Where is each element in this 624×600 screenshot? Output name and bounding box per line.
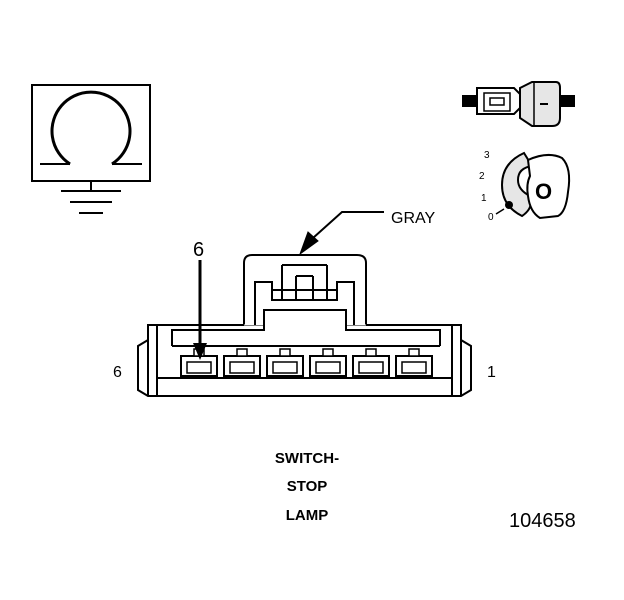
terminal-6-callout-arrow (193, 260, 207, 360)
connector-body (137, 254, 472, 397)
component-name-line-2: STOP (287, 478, 328, 495)
terminal-callout-label: 6 (193, 239, 204, 261)
key-position-icon (495, 151, 571, 220)
cavity-number-right: 1 (487, 364, 496, 381)
terminal-cavity-3 (309, 348, 347, 377)
component-name-line-1: SWITCH- (275, 450, 339, 467)
key-position-label-2: 2 (479, 171, 485, 182)
terminal-cavity-5 (223, 348, 261, 377)
figure-number: 104658 (509, 510, 576, 532)
terminal-cavity-2 (352, 348, 390, 377)
key-letter: O (535, 179, 552, 204)
component-name-line-3: LAMP (286, 507, 329, 524)
cavity-number-left: 6 (113, 364, 122, 381)
terminal-cavity-1 (395, 348, 433, 377)
key-position-label-1: 1 (481, 193, 487, 204)
ground-symbol (31, 84, 151, 214)
key-position-label-0: 0 (488, 212, 494, 223)
wire-color-label: GRAY (391, 210, 435, 227)
terminal-cavities (180, 348, 433, 377)
connector-halves-icon (462, 81, 575, 127)
gray-callout-leader (298, 211, 384, 256)
terminal-cavity-4 (266, 348, 304, 377)
key-position-label-3: 3 (484, 150, 490, 161)
